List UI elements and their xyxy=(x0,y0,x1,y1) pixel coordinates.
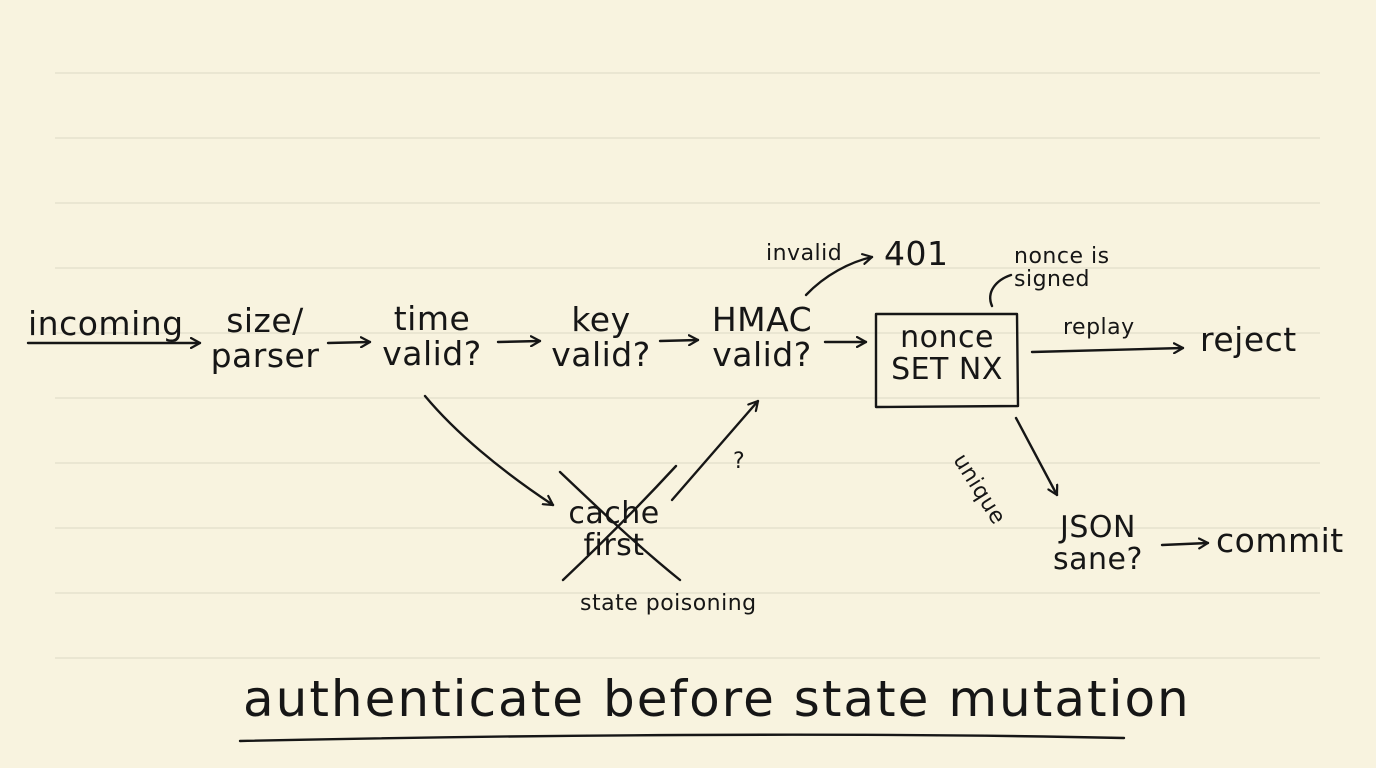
diagram-title: authenticate before state mutation xyxy=(243,670,1191,728)
title-underline xyxy=(238,733,1126,743)
node-reject: reject xyxy=(1200,320,1297,359)
cross-out-stroke-a xyxy=(558,470,682,582)
annotation-line2: signed xyxy=(1014,267,1090,293)
node-incoming: incoming xyxy=(28,304,184,343)
edge-label-invalid: invalid xyxy=(766,241,843,266)
node-size-parser-line1: size/ xyxy=(226,301,304,340)
annotation-pointer xyxy=(989,273,1013,308)
node-commit: commit xyxy=(1216,521,1344,560)
node-hmac-valid-line2: valid? xyxy=(712,334,812,374)
node-json-sane-line2: sane? xyxy=(1053,541,1143,577)
arrow-nonce-to-json xyxy=(1014,416,1057,497)
edge-label-replay: replay xyxy=(1063,315,1135,340)
edge-label-state-poisoning: state poisoning xyxy=(580,591,757,616)
node-time-valid: time valid? xyxy=(376,299,488,373)
arrow-time-to-cache xyxy=(423,394,555,507)
node-nonce-line2: SET NX xyxy=(891,351,1003,387)
node-401: 401 xyxy=(884,234,949,273)
node-nonce-set-nx: nonce SET NX xyxy=(880,322,1014,385)
node-time-valid-line1: time xyxy=(393,299,471,338)
node-hmac-valid: HMAC valid? xyxy=(702,300,822,374)
node-time-valid-line2: valid? xyxy=(382,333,482,373)
nonce-box xyxy=(874,312,1020,409)
node-key-valid: key valid? xyxy=(545,300,657,374)
node-json-sane-line1: JSON xyxy=(1060,510,1136,545)
node-key-valid-line1: key xyxy=(571,300,631,339)
node-key-valid-line2: valid? xyxy=(551,334,651,374)
node-cache-first: cache first xyxy=(560,498,668,561)
annotation-line1: nonce is xyxy=(1014,244,1110,269)
ruled-lines xyxy=(55,72,1320,659)
arrow-time-to-key xyxy=(496,341,542,342)
arrow-json-to-commit xyxy=(1160,543,1210,545)
arrow-cache-to-hmac xyxy=(670,399,760,502)
arrow-hmac-to-401 xyxy=(804,257,874,297)
arrow-key-to-hmac xyxy=(658,340,700,341)
annotation-nonce-signed: nonce is signed xyxy=(1014,245,1110,291)
node-cache-first-line1: cache xyxy=(568,496,660,531)
node-cache-first-line2: first xyxy=(583,527,645,563)
edge-label-question: ? xyxy=(733,449,746,474)
node-nonce-line1: nonce xyxy=(900,320,994,355)
node-size-parser: size/ parser xyxy=(205,301,325,375)
node-hmac-valid-line1: HMAC xyxy=(711,300,813,339)
arrow-nonce-to-reject xyxy=(1030,348,1185,352)
node-json-sane: JSON sane? xyxy=(1044,512,1152,575)
node-size-parser-line2: parser xyxy=(210,335,320,375)
arrow-size-to-time xyxy=(326,342,372,343)
cross-out-stroke-b xyxy=(561,464,678,582)
